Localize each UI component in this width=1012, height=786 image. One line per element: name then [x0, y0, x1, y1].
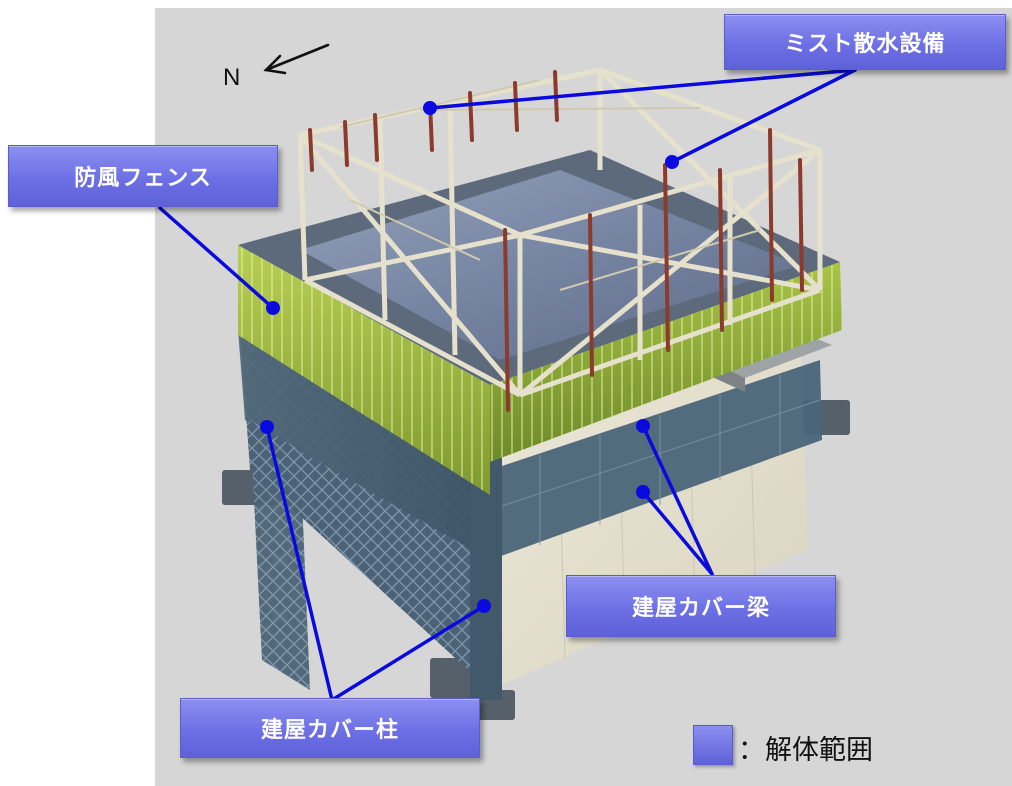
- north-arrow-icon: [263, 43, 330, 75]
- leader-lines: [158, 68, 857, 702]
- leader-points: [260, 101, 679, 613]
- label-cover-column: 建屋カバー柱: [180, 698, 480, 758]
- label-mist-sprinkler: ミスト散水設備: [724, 14, 1006, 70]
- leader-fence: [158, 206, 275, 310]
- label-wind-fence: 防風フェンス: [8, 145, 278, 207]
- leader-beam-1: [641, 424, 714, 576]
- leader-beam-3: [330, 604, 486, 702]
- leader-mist-1: [428, 68, 857, 110]
- leader-beam-2: [641, 490, 714, 576]
- wind-fence-left-ribs: [238, 245, 490, 495]
- roof-cloud: [300, 170, 800, 360]
- beam-band-right: [490, 360, 822, 560]
- legend-swatch: [693, 725, 733, 765]
- left-column-lattice: [250, 420, 310, 690]
- beam-band-left: [238, 330, 490, 560]
- legend-label: ：解体範囲: [738, 735, 873, 766]
- label-cover-beam: 建屋カバー梁: [566, 575, 836, 637]
- leader-column-1: [265, 425, 334, 702]
- leader-mist-2: [670, 68, 857, 164]
- mist-sprinkler-poles: [308, 70, 804, 412]
- north-label: N: [223, 64, 241, 91]
